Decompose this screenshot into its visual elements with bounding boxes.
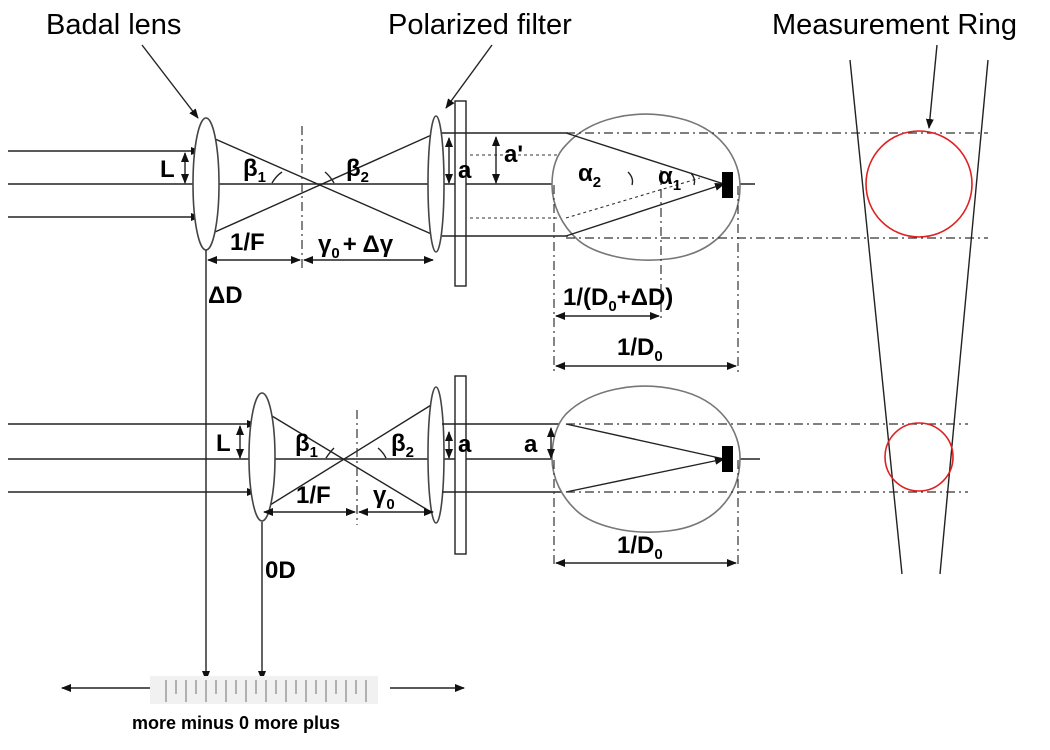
label-a: a: [458, 431, 472, 458]
label-d0: 1/D0: [617, 334, 663, 365]
badal-lens: [192, 117, 220, 251]
label-L: L: [160, 156, 175, 183]
angle-arc: [690, 172, 696, 186]
label-0D: 0D: [265, 557, 296, 584]
lens: [427, 386, 445, 524]
label-1-over-F: 1/F: [296, 482, 331, 509]
label-delta-D: ΔD: [208, 282, 243, 309]
label-beta2: β2: [346, 155, 369, 186]
angle-arc: [377, 447, 387, 459]
label-L: L: [216, 430, 231, 457]
scale-ticks: [165, 680, 367, 702]
label-beta2: β2: [391, 430, 414, 461]
measurement-ring-small: [884, 422, 954, 492]
polarized-filter: [454, 375, 467, 555]
measurement-ring-title: Measurement Ring: [772, 9, 1017, 41]
measurement-ring-funnel: [849, 59, 989, 575]
polarized-filter: [454, 100, 467, 287]
retina-target: [722, 172, 733, 198]
angle-arc: [324, 171, 335, 184]
eye: [551, 113, 741, 261]
ray: [205, 132, 437, 237]
ray-dashed: [565, 177, 701, 219]
eye: [551, 385, 741, 533]
ray: [565, 183, 725, 237]
angle-arc: [627, 171, 634, 186]
ray: [565, 423, 725, 460]
label-beta1: β1: [243, 155, 266, 186]
label-gamma-delta: γ0+ Δγ: [318, 231, 394, 262]
badal-lens-title: Badal lens: [46, 9, 181, 41]
ray: [205, 134, 437, 237]
ray: [261, 409, 437, 516]
ray: [261, 401, 437, 511]
polarized-filter-title: Polarized filter: [388, 9, 572, 41]
top-setup: L β1 β2 a a' α2 α1 1/F γ0+ Δγ ΔD 1/(D0+Δ…: [8, 100, 988, 372]
label-alpha2: α2: [578, 160, 601, 191]
badal-lens: [248, 392, 276, 522]
funnel-edge-right: [939, 59, 989, 575]
angle-arc: [271, 171, 283, 184]
scale-caption: more minus 0 more plus: [132, 713, 340, 733]
angle-arc: [325, 447, 335, 459]
lens: [427, 115, 445, 253]
label-alpha1: α1: [658, 163, 681, 194]
label-gamma0: γ0: [373, 482, 395, 513]
label-a-prime: a': [504, 141, 523, 168]
label-d0-plus-deltaD: 1/(D0+ΔD): [563, 284, 673, 315]
label-a: a: [458, 157, 472, 184]
ray: [565, 132, 725, 185]
bottom-setup: L β1 β2 a a 1/F γ0 0D 1/D0: [8, 375, 968, 584]
measurement-ring-large: [865, 130, 973, 238]
funnel-edge-left: [849, 59, 903, 575]
polarized-filter-pointer: [445, 44, 493, 109]
measurement-ring-pointer: [925, 44, 938, 129]
label-d0: 1/D0: [617, 532, 663, 563]
diopter-scale: more minus 0 more plus: [61, 676, 465, 733]
label-beta1: β1: [295, 430, 318, 461]
label-1-over-F: 1/F: [230, 229, 265, 256]
badal-lens-pointer: [141, 44, 199, 119]
label-a-eye: a: [524, 431, 538, 458]
scale-ruler: [150, 676, 378, 704]
retina-target: [722, 446, 733, 472]
ray: [565, 456, 725, 493]
